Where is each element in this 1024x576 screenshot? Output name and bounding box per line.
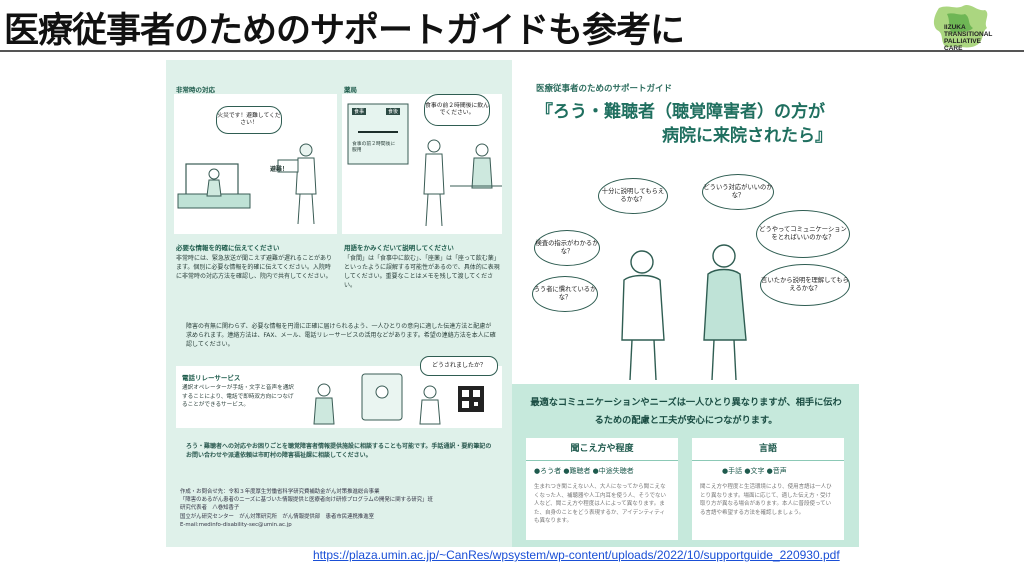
thought-bubble-3: どうやってコミュニケーションをとればいいのかな？	[756, 210, 850, 258]
hearing-card-title: 聞こえ方や程度	[526, 438, 678, 461]
source-link[interactable]: https://plaza.umin.ac.jp/~CanRes/wpsyste…	[313, 548, 840, 562]
thought-bubble-1: 十分に説明してもらえるかな？	[598, 178, 668, 214]
section-accurate-info-body: 非常時には、緊急放送が聞こえず避難が遅れることがあります。個別に必要な情報を的確…	[176, 255, 333, 280]
language-card: 言語 ●手話 ●文字 ●音声 聞こえ方や程度と生活環境により、使用言語は一人ひと…	[692, 438, 844, 540]
relay-service-body: 通訳オペレーターが手話・文字と音声を通訳することにより、電話で即時双方向につなげ…	[182, 385, 294, 408]
section-consultation-body: ろう・難聴者への対応やお困りごとを聴覚障害者情報提供施設に相談することも可能です…	[186, 443, 492, 459]
section-communication-body: 障害の有無に関わらず、必要な情報を円滑に正確に届けられるよう、一人ひとりの意向に…	[186, 323, 496, 348]
relay-bubble: どうされましたか？	[420, 356, 498, 376]
credit-line: 研究代表者 八巻知香子	[180, 505, 240, 512]
credit-line: 作成・お問合せ先：令和３年度厚生労働省科学研究費補助金がん対策推進総合事業	[180, 489, 380, 495]
brochure-credits: 作成・お問合せ先：令和３年度厚生労働省科学研究費補助金がん対策推進総合事業 「障…	[180, 488, 510, 529]
hearing-card-chips: ●ろう者 ●難聴者 ●中途失聴者	[534, 467, 634, 475]
pharmacist-bubble: 食事の前２時間後に飲んでください。	[424, 94, 490, 126]
language-card-body: 聞こえ方や程度と生活環境により、使用言語は一人ひとり異なります。場面に応じて、適…	[700, 484, 832, 516]
brochure-title-line1: 『ろう・難聴者（聴覚障害者）の方が	[536, 102, 825, 122]
emergency-heading: 非常時の対応	[176, 86, 215, 94]
label-after-meal: 食後	[386, 108, 401, 115]
section-plain-terms-body: 「食間」は「食事中に飲む」、「座薬」は「座って飲む薬」といったように誤解する可能…	[344, 255, 500, 289]
logo-text-3: PALLIATIVE	[944, 38, 981, 45]
section-plain-terms-title: 用語をかみくだいて説明してください	[344, 244, 454, 252]
hearing-card: 聞こえ方や程度 ●ろう者 ●難聴者 ●中途失聴者 生まれつき聞こえない人、大人に…	[526, 438, 678, 540]
credit-line: E-mail:medinfo-disability-sec@umin.ac.jp	[180, 521, 292, 528]
emergency-illustration	[177, 115, 317, 225]
title-divider	[0, 50, 1024, 52]
relay-service-box	[176, 366, 502, 428]
fire-alarm-bubble: 火災です！避難してください！	[216, 106, 282, 134]
language-card-chips: ●手話 ●文字 ●音声	[722, 467, 787, 475]
credit-line: 「障害のあるがん患者のニーズに基づいた情報提供と医療者向け研修プログラムの開発に…	[180, 497, 433, 504]
logo-text-4: CARE	[944, 45, 963, 52]
credit-line: 国立がん研究センター がん対策研究所 がん情報提供部 患者市民連携推進室	[180, 513, 375, 520]
thought-bubble-6: 言いたから説明を理解してもらえるかな？	[760, 264, 850, 306]
section-accurate-info-title: 必要な情報を的確に伝えてください	[176, 244, 280, 252]
logo-text-2: TRANSITIONAL	[944, 31, 993, 38]
pharmacy-heading: 薬局	[344, 86, 357, 94]
relay-service-illustration	[313, 373, 484, 425]
relay-service-title: 電話リレーサービス	[182, 374, 241, 382]
slide-title: 医療従事者のためのサポートガイドも参考に	[4, 11, 685, 51]
hearing-card-body: 生まれつき聞こえない人、大人になってから聞こえなくなった人、補聴器や人工内耳を使…	[534, 484, 667, 524]
key-message: 最適なコミュニケーションやニーズは一人ひとり異なりますが、相手に伝わるための配慮…	[530, 397, 842, 426]
brochure-title-line2: 病院に来院されたら』	[662, 126, 832, 146]
support-guide-brochure: 非常時の対応 火災です！避難してください！ 避難！ 薬局	[166, 60, 859, 547]
thought-bubble-2: どういう対応がいいのかな？	[702, 174, 774, 210]
brochure-key-message-band: 最適なコミュニケーションやニーズは一人ひとり異なりますが、相手に伝わるための配慮…	[512, 384, 859, 547]
brochure-subtitle: 医療従事者のためのサポートガイド	[536, 84, 673, 94]
language-card-title: 言語	[692, 438, 844, 461]
evac-sign: 避難！	[270, 166, 289, 173]
label-two-hours: 食事の前２時間後に服用	[352, 142, 396, 153]
logo-text-1: IIZUKA	[944, 24, 966, 31]
thought-bubble-4: 検査の指示がわかるかな？	[534, 230, 600, 266]
hospital-logo	[933, 5, 988, 49]
thought-bubble-5: ろう者に慣れているかな？	[532, 276, 598, 312]
patient-staff-illustration	[621, 244, 747, 381]
label-before-meal: 食事	[352, 108, 367, 115]
brochure-left-panel: 非常時の対応 火災です！避難してください！ 避難！ 薬局	[166, 60, 512, 547]
